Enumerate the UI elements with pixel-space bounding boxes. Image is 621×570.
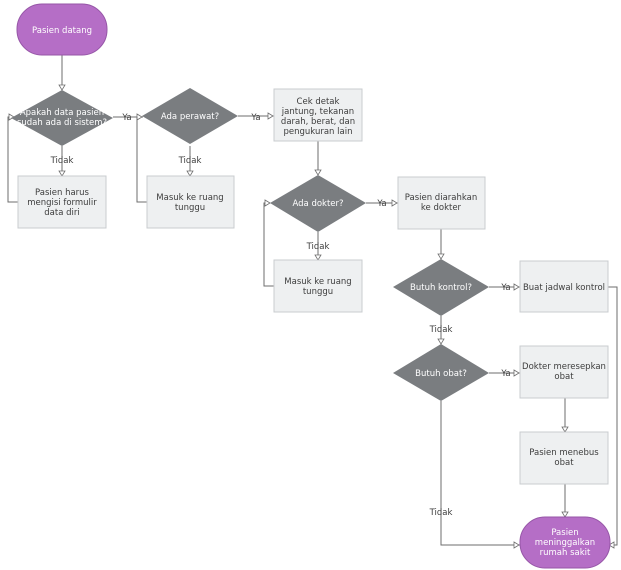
arrowhead [513, 283, 520, 291]
arrowhead [136, 113, 143, 121]
redeem-line-1: Pasien menebus [529, 448, 599, 458]
edge-label-yes: Ya [500, 283, 510, 293]
arrowhead [437, 338, 445, 345]
process-prescribe: Dokter meresepkan obat [519, 345, 609, 399]
decision-medicine: Butuh obat? [393, 344, 489, 401]
arrowhead [561, 426, 569, 433]
arrowhead [267, 112, 274, 120]
decision-medicine-label: Butuh obat? [415, 369, 467, 379]
edge-wait2-loop [263, 202, 274, 287]
decision-registered-line-1: Apakah data pasien [20, 108, 104, 118]
to-doctor-line-2: ke dokter [421, 203, 462, 213]
wait-1-line-2: tunggu [175, 203, 205, 213]
start-node: Pasien datang [16, 3, 108, 56]
arrowhead [186, 170, 194, 177]
decision-nurse: Ada perawat? [142, 88, 238, 144]
edge-label-yes: Ya [500, 369, 510, 379]
arrowhead [58, 84, 66, 91]
decision-registered-line-2: sudah ada di sistem? [17, 118, 107, 128]
register-line-1: Pasien harus [35, 188, 90, 198]
process-to-doctor: Pasien diarahkan ke dokter [397, 176, 486, 230]
redeem-line-2: obat [554, 458, 574, 468]
register-line-3: data diri [44, 208, 79, 218]
process-wait-1: Masuk ke ruang tunggu [146, 175, 235, 229]
edge-wait1-loop [136, 117, 147, 203]
process-register: Pasien harus mengisi formulir data diri [17, 175, 107, 229]
wait-1-line-1: Masuk ke ruang [156, 193, 223, 203]
edge-label-no: Tidak [50, 156, 74, 166]
edge-schedule-to-end [608, 286, 618, 546]
edge-label-no: Tidak [429, 508, 453, 518]
process-schedule: Buat jadwal kontrol [519, 260, 609, 313]
end-line-1: Pasien [551, 528, 578, 538]
start-label: Pasien datang [32, 26, 92, 36]
process-wait-2: Masuk ke ruang tunggu [273, 259, 363, 313]
prescribe-line-2: obat [554, 372, 574, 382]
decision-doctor: Ada dokter? [270, 175, 366, 232]
arrowhead [608, 541, 615, 549]
arrowhead [58, 170, 66, 177]
end-line-3: rumah sakit [540, 548, 591, 558]
edge-label-no: Tidak [429, 325, 453, 335]
prescribe-line-1: Dokter meresepkan [522, 362, 606, 372]
to-doctor-line-1: Pasien diarahkan [405, 193, 478, 203]
edge-label-no: Tidak [178, 156, 202, 166]
arrowhead [561, 511, 569, 518]
arrowhead [314, 169, 322, 176]
decision-doctor-label: Ada dokter? [292, 199, 343, 209]
edge-register-loop [7, 116, 18, 203]
process-redeem: Pasien menebus obat [519, 431, 609, 485]
arrowhead [437, 253, 445, 260]
checkup-line-4: pengukuran lain [284, 127, 353, 137]
arrowhead [513, 541, 520, 549]
wait-2-line-1: Masuk ke ruang [284, 277, 351, 287]
arrowhead [264, 199, 271, 207]
decision-control: Butuh kontrol? [393, 259, 489, 316]
decision-nurse-label: Ada perawat? [161, 112, 219, 122]
arrowhead [314, 254, 322, 261]
arrowhead [391, 199, 398, 207]
checkup-line-3: darah, berat, dan [281, 117, 355, 127]
decision-registered: Apakah data pasien sudah ada di sistem? [11, 90, 113, 146]
decision-control-label: Butuh kontrol? [410, 283, 472, 293]
register-line-2: mengisi formulir [27, 198, 97, 208]
arrowhead [513, 369, 520, 377]
checkup-line-2: jantung, tekanan [281, 107, 354, 117]
edge-label-yes: Ya [121, 113, 131, 123]
edge-labels: Tidak Ya Tidak Ya Tidak Ya Ya Tidak Ya T… [50, 113, 511, 518]
edge-label-yes: Ya [376, 199, 386, 209]
edge-label-yes: Ya [250, 113, 260, 123]
wait-2-line-2: tunggu [303, 287, 333, 297]
schedule-label: Buat jadwal kontrol [523, 283, 605, 293]
edge-label-no: Tidak [306, 242, 330, 252]
checkup-line-1: Cek detak [297, 97, 340, 107]
end-node: Pasien meninggalkan rumah sakit [519, 516, 611, 569]
arrowhead [8, 113, 15, 121]
connectors [7, 55, 618, 549]
end-line-2: meninggalkan [535, 538, 595, 548]
process-checkup: Cek detak jantung, tekanan darah, berat,… [273, 88, 363, 142]
edge-q-medicine-no [440, 401, 520, 546]
